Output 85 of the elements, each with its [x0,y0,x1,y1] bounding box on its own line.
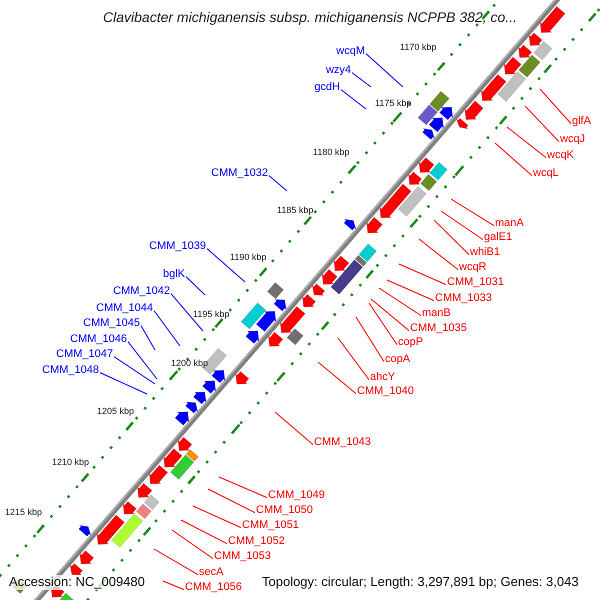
gene-label: CMM_1042 [113,285,170,298]
gene-label: CMM_1046 [70,333,127,346]
leader-line [172,530,214,560]
leader-line [338,338,370,380]
gene-label: secA [199,566,224,579]
gene-label: CMM_1039 [149,240,206,253]
gene-label: wcqR [459,261,487,274]
leader-line [378,288,422,316]
leader-line [418,238,458,270]
gene-label: whiB1 [470,246,500,259]
gene-label: CMM_1031 [447,276,504,289]
gene-label: wcqJ [560,133,586,146]
tick-label: 1205 kbp [97,406,134,416]
gene-label: manB [422,307,451,320]
leader-line [162,580,184,590]
gene-label: glfA [572,115,591,128]
gene-label: copP [398,336,424,349]
tick-label: 1210 kbp [52,457,90,468]
gene-label: wcqM [336,45,365,58]
leader-line [494,142,532,176]
gene-label: gcdH [314,81,340,94]
leader-line [218,476,268,498]
leader-line [114,356,156,384]
tick-label: 1185 kbp [277,205,314,216]
gene-label: galE1 [484,231,512,244]
gene-label: manA [495,217,524,230]
gene-label: CMM_1048 [42,364,99,377]
gene-label: CMM_1051 [242,519,299,532]
tick-label: 1215 kbp [5,507,42,518]
gene-label: CMM_1049 [268,489,325,502]
tick-label: 1170 kbp [400,42,436,52]
gene-label: CMM_1047 [56,348,113,361]
leader-line [366,53,404,88]
leader-line [100,372,148,394]
gene-label: CMM_1032 [211,167,268,180]
gene-label: wzy4 [326,64,351,77]
leader-line [208,488,256,514]
leader-line [450,198,494,226]
gene-label: bglK [162,268,185,281]
gene-label: wcqL [533,167,559,180]
gene-label: CMM_1056 [185,581,242,594]
leader-line [154,310,180,346]
leader-line [398,264,446,286]
leader-line [268,175,288,192]
tick-label: 1200 kbp [171,358,208,368]
leader-line [274,412,314,446]
leader-line [434,220,470,256]
gene-label: CMM_1045 [83,317,140,330]
leader-line [524,106,560,142]
leader-line [180,520,228,544]
tick-label: 1175 kbp [375,98,412,108]
tick-label: 1190 kbp [230,252,266,262]
tick-label: 1180 kbp [313,147,350,158]
leader-line [440,210,484,240]
leader-line [340,89,366,110]
gene-label: CMM_1052 [228,535,285,548]
leader-line [192,506,242,528]
leader-line [170,293,204,332]
leader-line [386,280,434,302]
gene-label: CMM_1053 [214,550,271,563]
gene-label: ahcY [370,371,396,384]
leader-line [128,341,158,380]
gene-label: CMM_1035 [410,322,467,335]
leader-line [186,276,206,296]
accession-text: Accession: NC_009480 [9,575,145,590]
leader-line [318,362,356,394]
leader-line [368,302,398,346]
leader-line [206,248,246,282]
gene-label: CMM_1050 [256,504,313,517]
leader-line [506,126,546,158]
gene-label: CMM_1044 [96,302,153,315]
leader-line [370,298,410,332]
genome-info-text: Topology: circular; Length: 3,297,891 bp; Genes: 3,043 [262,575,579,590]
gene-label: CMM_1033 [435,292,492,305]
gene-label: copA [385,353,410,366]
leader-line [352,72,372,88]
leader-line [540,88,572,124]
tick-label: 1195 kbp [193,309,230,320]
gene-label: wcqK [547,149,574,162]
title: Clavibacter michiganensis subsp. michiganensis NCPPB 382, co... [102,9,518,25]
leader-line [356,316,384,362]
leader-line [154,548,198,576]
gene-label: CMM_1040 [357,385,414,398]
gene-label: CMM_1043 [314,436,371,449]
leader-line [140,325,156,350]
